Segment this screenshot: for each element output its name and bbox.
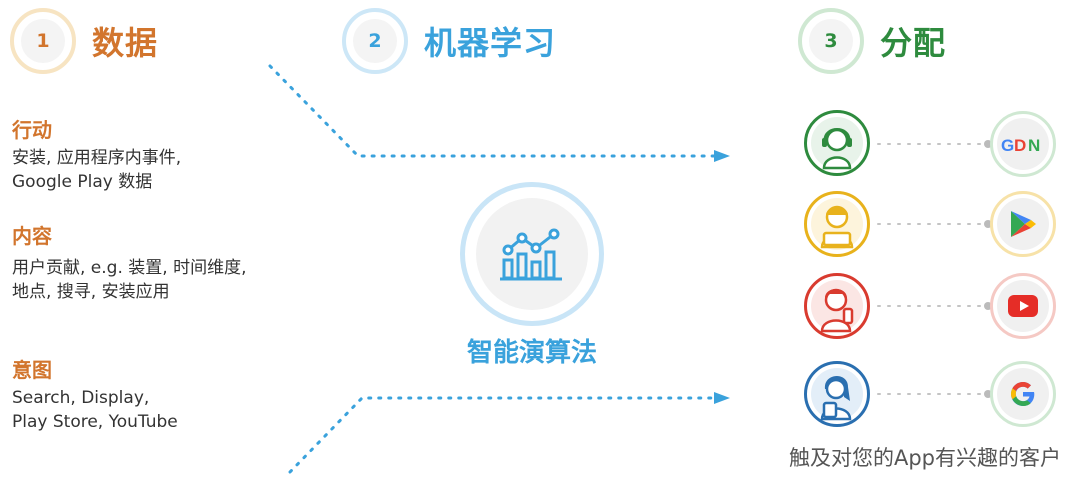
audience-caption: 触及对您的App有兴趣的客户 (788, 446, 1062, 470)
audience-avatar-1 (804, 110, 870, 176)
section-action-title: 行动 (12, 118, 52, 142)
platform-gdn: G D N (990, 111, 1056, 177)
section-content-body: 用户贡献, e.g. 装置, 时间维度, 地点, 搜寻, 安装应用 (12, 256, 246, 304)
person-phone-icon (811, 280, 863, 333)
person-tablet-icon (811, 368, 863, 421)
step-3-title: 分配 (880, 24, 947, 62)
section-intent-body: Search, Display, Play Store, YouTube (12, 386, 178, 434)
step-number: 2 (353, 19, 397, 63)
step-1-title: 数据 (92, 24, 159, 62)
audience-avatar-4 (804, 361, 870, 427)
person-headset-icon (811, 117, 863, 170)
step-3-badge: 3 (798, 8, 864, 74)
section-line: Google Play 数据 (12, 172, 153, 192)
youtube-icon (1008, 295, 1038, 317)
section-line: Search, Display, (12, 388, 150, 408)
audience-avatar-3 (804, 273, 870, 339)
gdn-logo-icon: G D N (1001, 136, 1040, 155)
platform-youtube (990, 273, 1056, 339)
platform-google-play (990, 191, 1056, 257)
section-content-title: 内容 (12, 224, 52, 248)
step-2-title: 机器学习 (424, 24, 557, 62)
section-line: Play Store, YouTube (12, 412, 178, 432)
algorithm-badge (460, 182, 604, 326)
step-1-badge: 1 (10, 8, 76, 74)
section-action-body: 安装, 应用程序内事件, Google Play 数据 (12, 146, 181, 194)
person-laptop-icon (811, 198, 863, 250)
svg-text:G: G (1001, 136, 1014, 155)
step-number: 3 (809, 19, 853, 63)
svg-text:N: N (1028, 136, 1040, 155)
audience-avatar-2 (804, 191, 870, 257)
section-line: 地点, 搜寻, 安装应用 (12, 282, 170, 302)
step-2-badge: 2 (342, 8, 408, 74)
section-line: 安装, 应用程序内事件, (12, 148, 182, 168)
section-intent-title: 意图 (12, 358, 52, 382)
google-play-icon (1011, 211, 1036, 237)
google-g-icon (1011, 382, 1035, 406)
algorithm-label: 智能演算法 (466, 338, 597, 368)
section-line: 用户贡献, e.g. 装置, 时间维度, (12, 258, 247, 278)
svg-text:D: D (1014, 136, 1026, 155)
platform-google-search (990, 361, 1056, 427)
analytics-chart-icon (500, 228, 562, 281)
step-number: 1 (21, 19, 65, 63)
